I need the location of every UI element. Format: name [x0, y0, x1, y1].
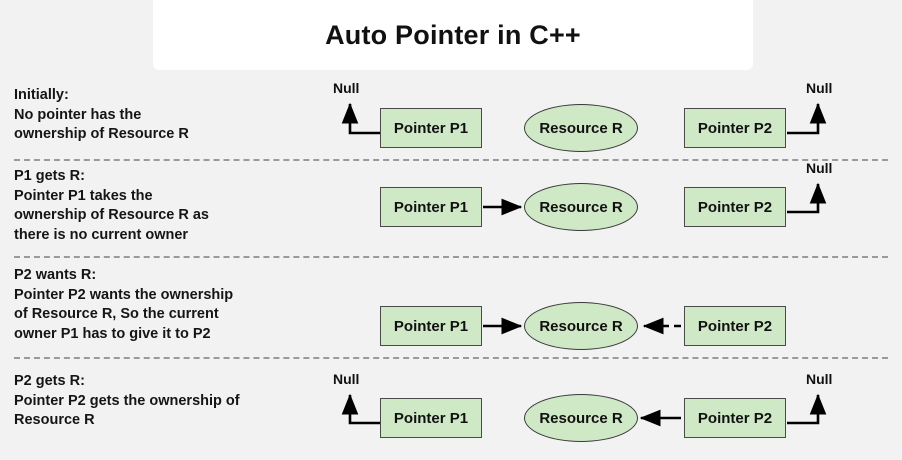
null-label-right-row1: Null	[806, 80, 833, 96]
pointer-p1-box-row3[interactable]: Pointer P1	[380, 306, 482, 346]
caption-line: No pointer has the	[14, 106, 142, 123]
caption-line: Resource R	[14, 412, 95, 429]
page-title: Auto Pointer in C++	[325, 19, 581, 50]
row-divider-3	[14, 357, 888, 359]
resource-r-ellipse-row1[interactable]: Resource R	[524, 104, 638, 152]
null-label-right-row4: Null	[806, 371, 833, 387]
resource-r-ellipse-row3[interactable]: Resource R	[524, 302, 638, 350]
arrow-p2-to-null-row2	[787, 182, 827, 214]
caption-line: owner P1 has to give it to P2	[14, 326, 211, 343]
resource-r-ellipse-row2[interactable]: Resource R	[524, 183, 638, 231]
caption-line: Initially:	[14, 87, 69, 103]
row-divider-1	[14, 159, 888, 161]
row-divider-2	[14, 256, 888, 258]
pointer-p2-box-row4[interactable]: Pointer P2	[684, 398, 786, 438]
arrow-p2-to-null-row4	[787, 393, 827, 425]
caption-line: Pointer P2 gets the ownership of	[14, 392, 240, 409]
caption-p2-wants-r: P2 wants R: Pointer P2 wants the ownersh…	[14, 266, 334, 345]
pointer-p1-box-row2[interactable]: Pointer P1	[380, 187, 482, 227]
resource-r-ellipse-row4[interactable]: Resource R	[524, 394, 638, 442]
caption-line: there is no current owner	[14, 227, 189, 244]
pointer-p2-box-row3[interactable]: Pointer P2	[684, 306, 786, 346]
caption-line: ownership of Resource R	[14, 126, 189, 143]
pointer-p1-box-row1[interactable]: Pointer P1	[380, 108, 482, 148]
arrow-p1-to-null-row4	[341, 393, 380, 425]
caption-line: Pointer P2 wants the ownership	[14, 286, 234, 303]
caption-line: ownership of Resource R as	[14, 207, 209, 224]
arrow-p2-to-null-row1	[787, 102, 827, 135]
pointer-p2-box-row1[interactable]: Pointer P2	[684, 108, 786, 148]
title-card: Auto Pointer in C++	[153, 0, 753, 70]
caption-p2-gets-r: P2 gets R: Pointer P2 gets the ownership…	[14, 372, 334, 431]
null-label-right-row2: Null	[806, 160, 833, 176]
null-label-left-row1: Null	[333, 80, 360, 96]
arrow-p1-to-null-row1	[341, 102, 380, 135]
caption-line: of Resource R, So the current	[14, 306, 219, 323]
caption-line: P2 wants R:	[14, 267, 97, 283]
pointer-p2-box-row2[interactable]: Pointer P2	[684, 187, 786, 227]
caption-line: P2 gets R:	[14, 373, 85, 389]
pointer-p1-box-row4[interactable]: Pointer P1	[380, 398, 482, 438]
caption-initially: Initially: No pointer has the ownership …	[14, 86, 334, 145]
caption-line: P1 gets R:	[14, 168, 85, 184]
caption-line: Pointer P1 takes the	[14, 187, 153, 204]
caption-p1-gets-r: P1 gets R: Pointer P1 takes the ownershi…	[14, 167, 334, 246]
null-label-left-row4: Null	[333, 371, 360, 387]
